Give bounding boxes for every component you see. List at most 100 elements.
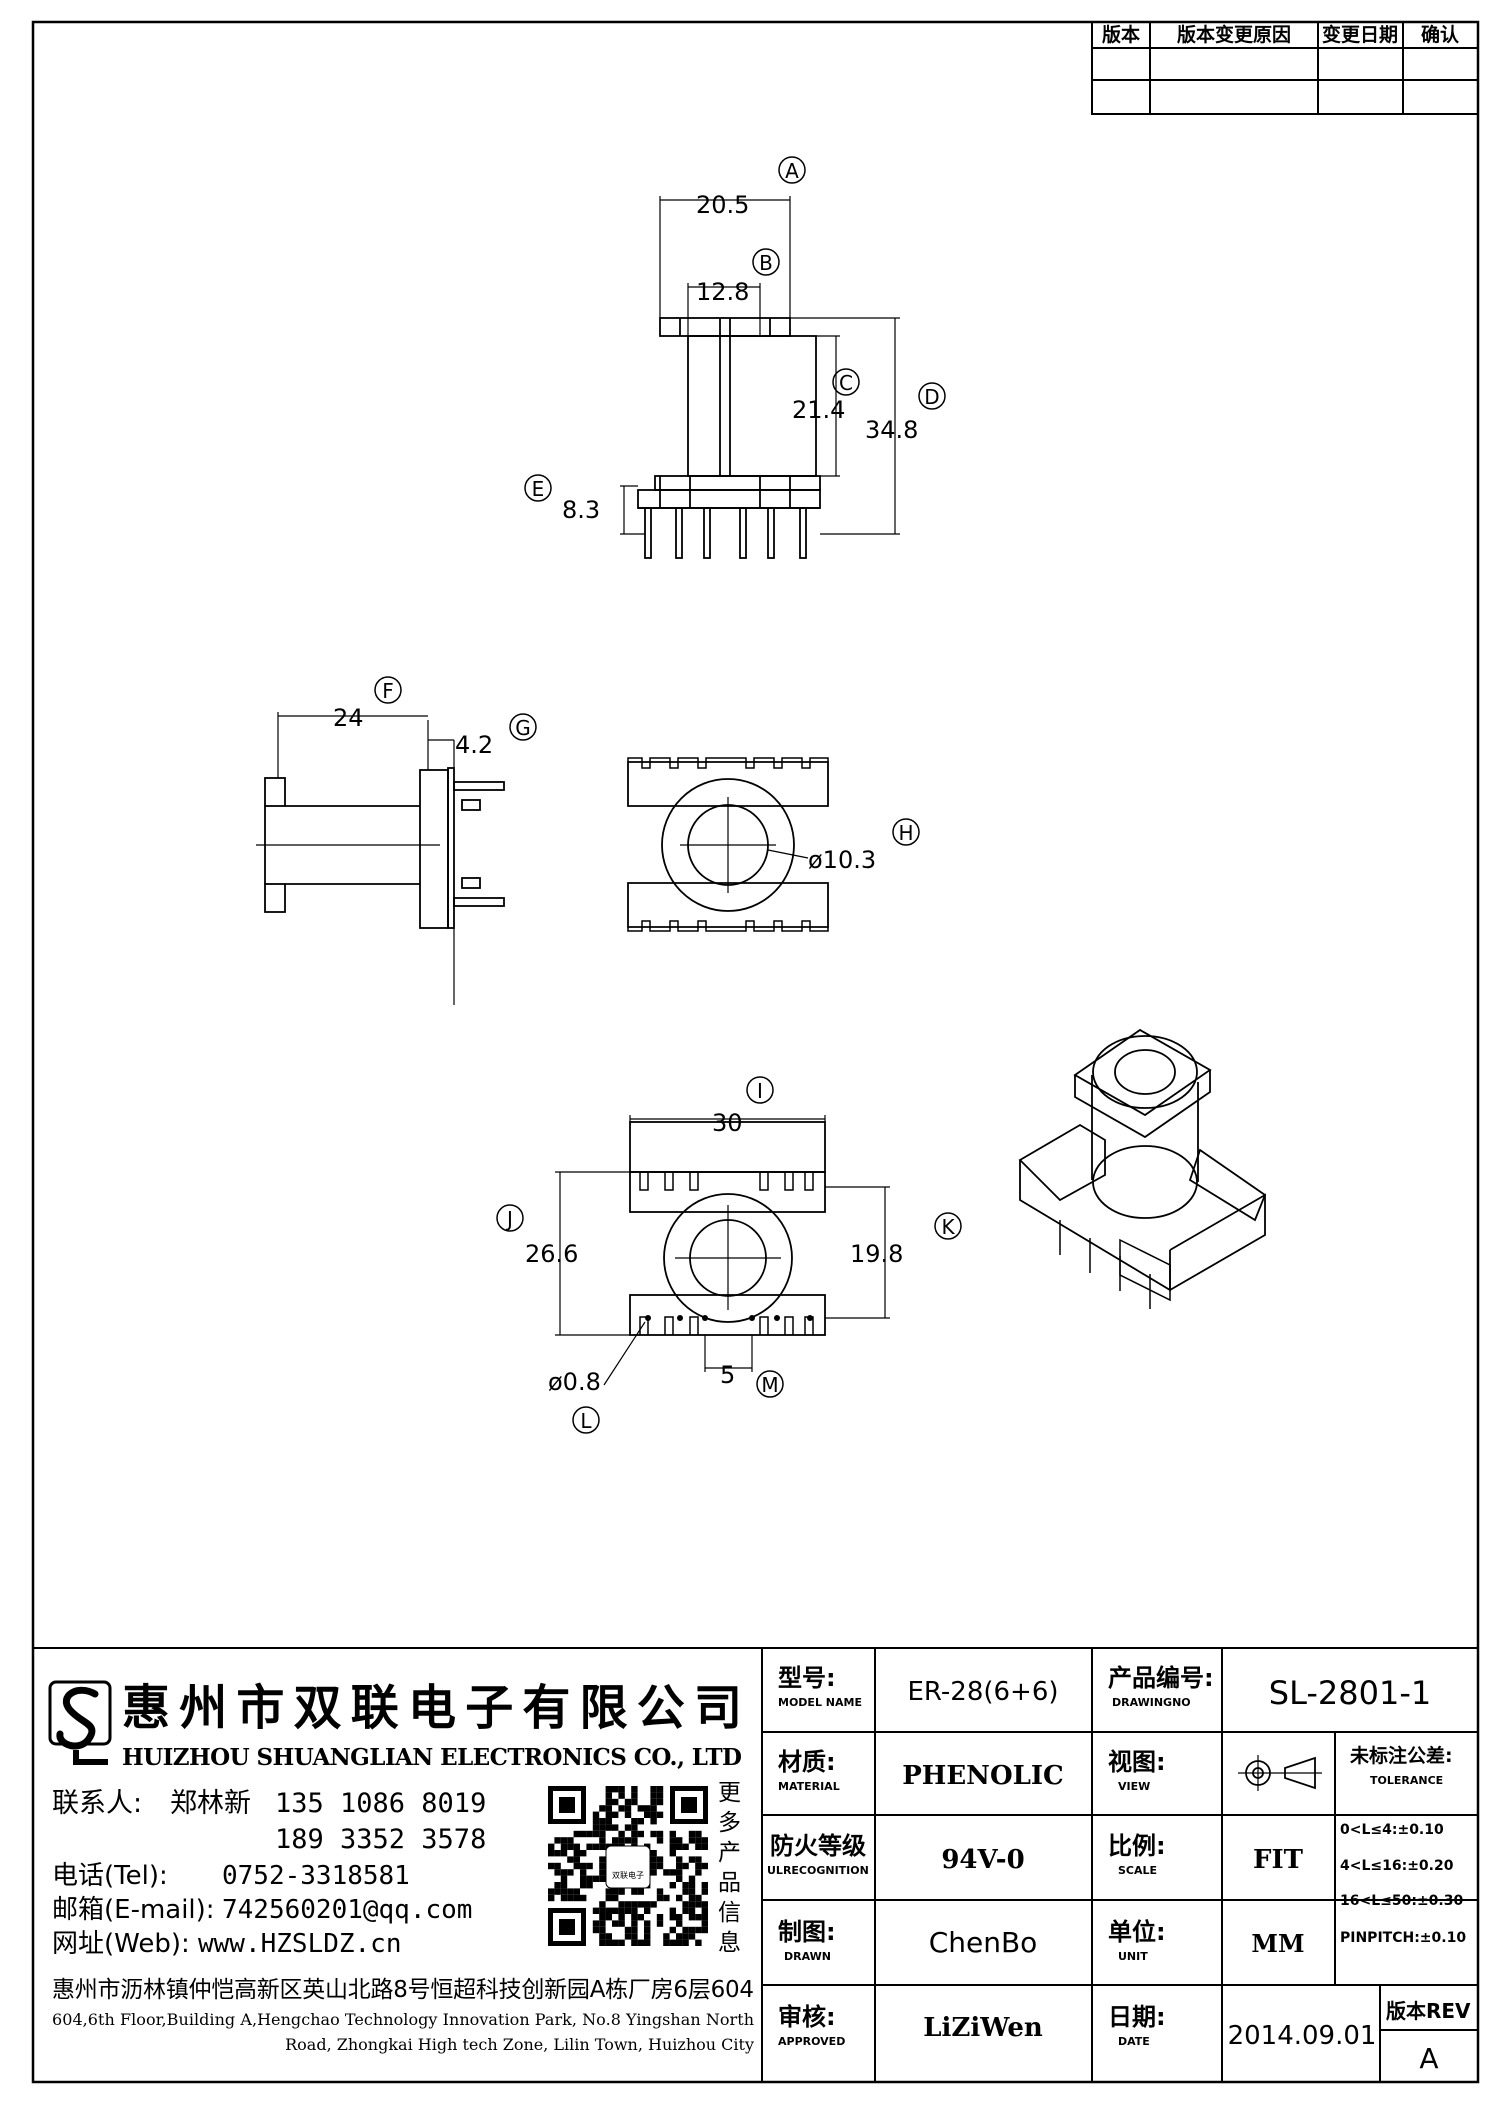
drawn-value: ChenBo: [929, 1926, 1038, 1959]
unit-label: 单位:: [1108, 1918, 1166, 1946]
qr-module: [676, 1837, 683, 1844]
qr-module: [605, 1939, 612, 1946]
tolerance-2: 4<L≤16:±0.20: [1340, 1858, 1454, 1874]
qr-module: [599, 1907, 606, 1914]
qr-module: [560, 1888, 568, 1895]
qr-module: [669, 1882, 676, 1889]
qr-module: [688, 1901, 696, 1908]
balloon-F: F: [374, 676, 402, 704]
qr-module: [624, 1933, 632, 1940]
address-cn: 惠州市沥林镇仲恺高新区英山北路8号恒超科技创新园A栋厂房6层604: [52, 1977, 754, 2003]
qr-module: [560, 1837, 568, 1844]
qr-module: [631, 1888, 638, 1895]
plan-view: [627, 757, 829, 932]
qr-module: [580, 1882, 587, 1889]
qr-module: [573, 1856, 580, 1863]
drawing-no-label: 产品编号:: [1108, 1664, 1214, 1692]
view-sub: VIEW: [1118, 1780, 1150, 1793]
qr-module: [560, 1850, 568, 1857]
company-name-cn: 惠州市双联电子有限公司: [122, 1680, 742, 1736]
qr-module: [637, 1818, 644, 1825]
qr-module: [586, 1862, 593, 1870]
approved-sub: APPROVED: [778, 2035, 845, 2048]
qr-module: [548, 1850, 555, 1857]
balloon-L: L: [572, 1406, 600, 1434]
qr-module: [580, 1869, 587, 1876]
qr-module: [663, 1894, 670, 1902]
balloon-D: D: [918, 382, 946, 410]
qr-module: [701, 1907, 708, 1914]
qr-module: [573, 1843, 580, 1850]
balloon-H-letter: H: [898, 821, 913, 845]
qr-module: [618, 1888, 625, 1895]
dim-M-value: 5: [720, 1361, 735, 1389]
qr-module: [580, 1862, 587, 1870]
dim-B-value: 12.8: [696, 278, 749, 306]
qr-module: [567, 1856, 574, 1863]
projection-symbol-icon: [1238, 1755, 1322, 1791]
model-value: ER-28(6+6): [907, 1677, 1058, 1707]
qr-module: [599, 1805, 606, 1812]
qr-module: [586, 1830, 593, 1838]
qr-module: [644, 1920, 651, 1927]
qr-module: [656, 1792, 664, 1799]
rev-label: 版本REV: [1386, 1999, 1471, 2023]
qr-module: [592, 1830, 600, 1838]
fire-sub: ULRECOGNITION: [767, 1864, 869, 1877]
qr-module: [592, 1926, 600, 1934]
web-value: www.HZSLDZ.cn: [198, 1929, 402, 1959]
dim-J-value: 26.6: [525, 1240, 578, 1268]
revision-table: 版本 版本变更原因 变更日期 确认: [1091, 21, 1479, 115]
drawn-label: 制图:: [778, 1918, 836, 1946]
qr-module: [580, 1830, 587, 1838]
qr-module: [631, 1798, 638, 1806]
qr-module: [631, 1920, 638, 1927]
qr-module: [688, 1907, 696, 1914]
qr-module: [631, 1837, 638, 1844]
qr-module: [605, 1933, 612, 1940]
qr-module: [695, 1894, 702, 1902]
qr-module: [599, 1824, 606, 1831]
qr-module: [624, 1926, 632, 1934]
qr-module: [656, 1798, 664, 1806]
balloon-J-letter: J: [505, 1207, 513, 1231]
qr-module: [567, 1869, 574, 1876]
qr-module: [599, 1843, 606, 1850]
qr-module: [682, 1933, 689, 1940]
qr-module: [695, 1939, 702, 1946]
qr-module: [567, 1843, 574, 1850]
qr-module: [624, 1824, 632, 1831]
qr-module: [599, 1837, 606, 1844]
qr-module: [548, 1894, 555, 1902]
qr-module: [650, 1850, 657, 1857]
rev-value: A: [1419, 2042, 1438, 2075]
qr-module: [631, 1792, 638, 1799]
model-sub: MODEL NAME: [778, 1696, 862, 1709]
qr-module: [580, 1850, 587, 1857]
qr-module: [644, 1811, 651, 1818]
balloon-J: J: [496, 1204, 524, 1232]
qr-module: [612, 1939, 619, 1946]
qr-module: [669, 1837, 676, 1844]
dim-H-value: ø10.3: [808, 846, 876, 874]
qr-module: [656, 1862, 664, 1870]
qr-module: [650, 1792, 657, 1799]
qr-module: [612, 1824, 619, 1831]
tolerance-4: PINPITCH:±0.10: [1340, 1930, 1466, 1946]
qr-module: [650, 1786, 657, 1793]
company-info: 惠州市双联电子有限公司 HUIZHOU SHUANGLIAN ELECTRONI…: [52, 1680, 754, 2054]
qr-module: [592, 1818, 600, 1825]
qr-module: [650, 1818, 657, 1825]
qr-module: [631, 1824, 638, 1831]
qr-module: [599, 1939, 606, 1946]
qr-module: [688, 1914, 696, 1921]
qr-module: [695, 1843, 702, 1850]
qr-module: [676, 1894, 683, 1902]
qr-module: [682, 1939, 689, 1946]
qr-module: [650, 1856, 657, 1863]
qr-module: [676, 1920, 683, 1927]
qr-module: [650, 1798, 657, 1806]
company-name-en: HUIZHOU SHUANGLIAN ELECTRONICS CO., LTD: [122, 1744, 742, 1771]
date-label: 日期:: [1108, 2003, 1166, 2031]
qr-module: [560, 1869, 568, 1876]
